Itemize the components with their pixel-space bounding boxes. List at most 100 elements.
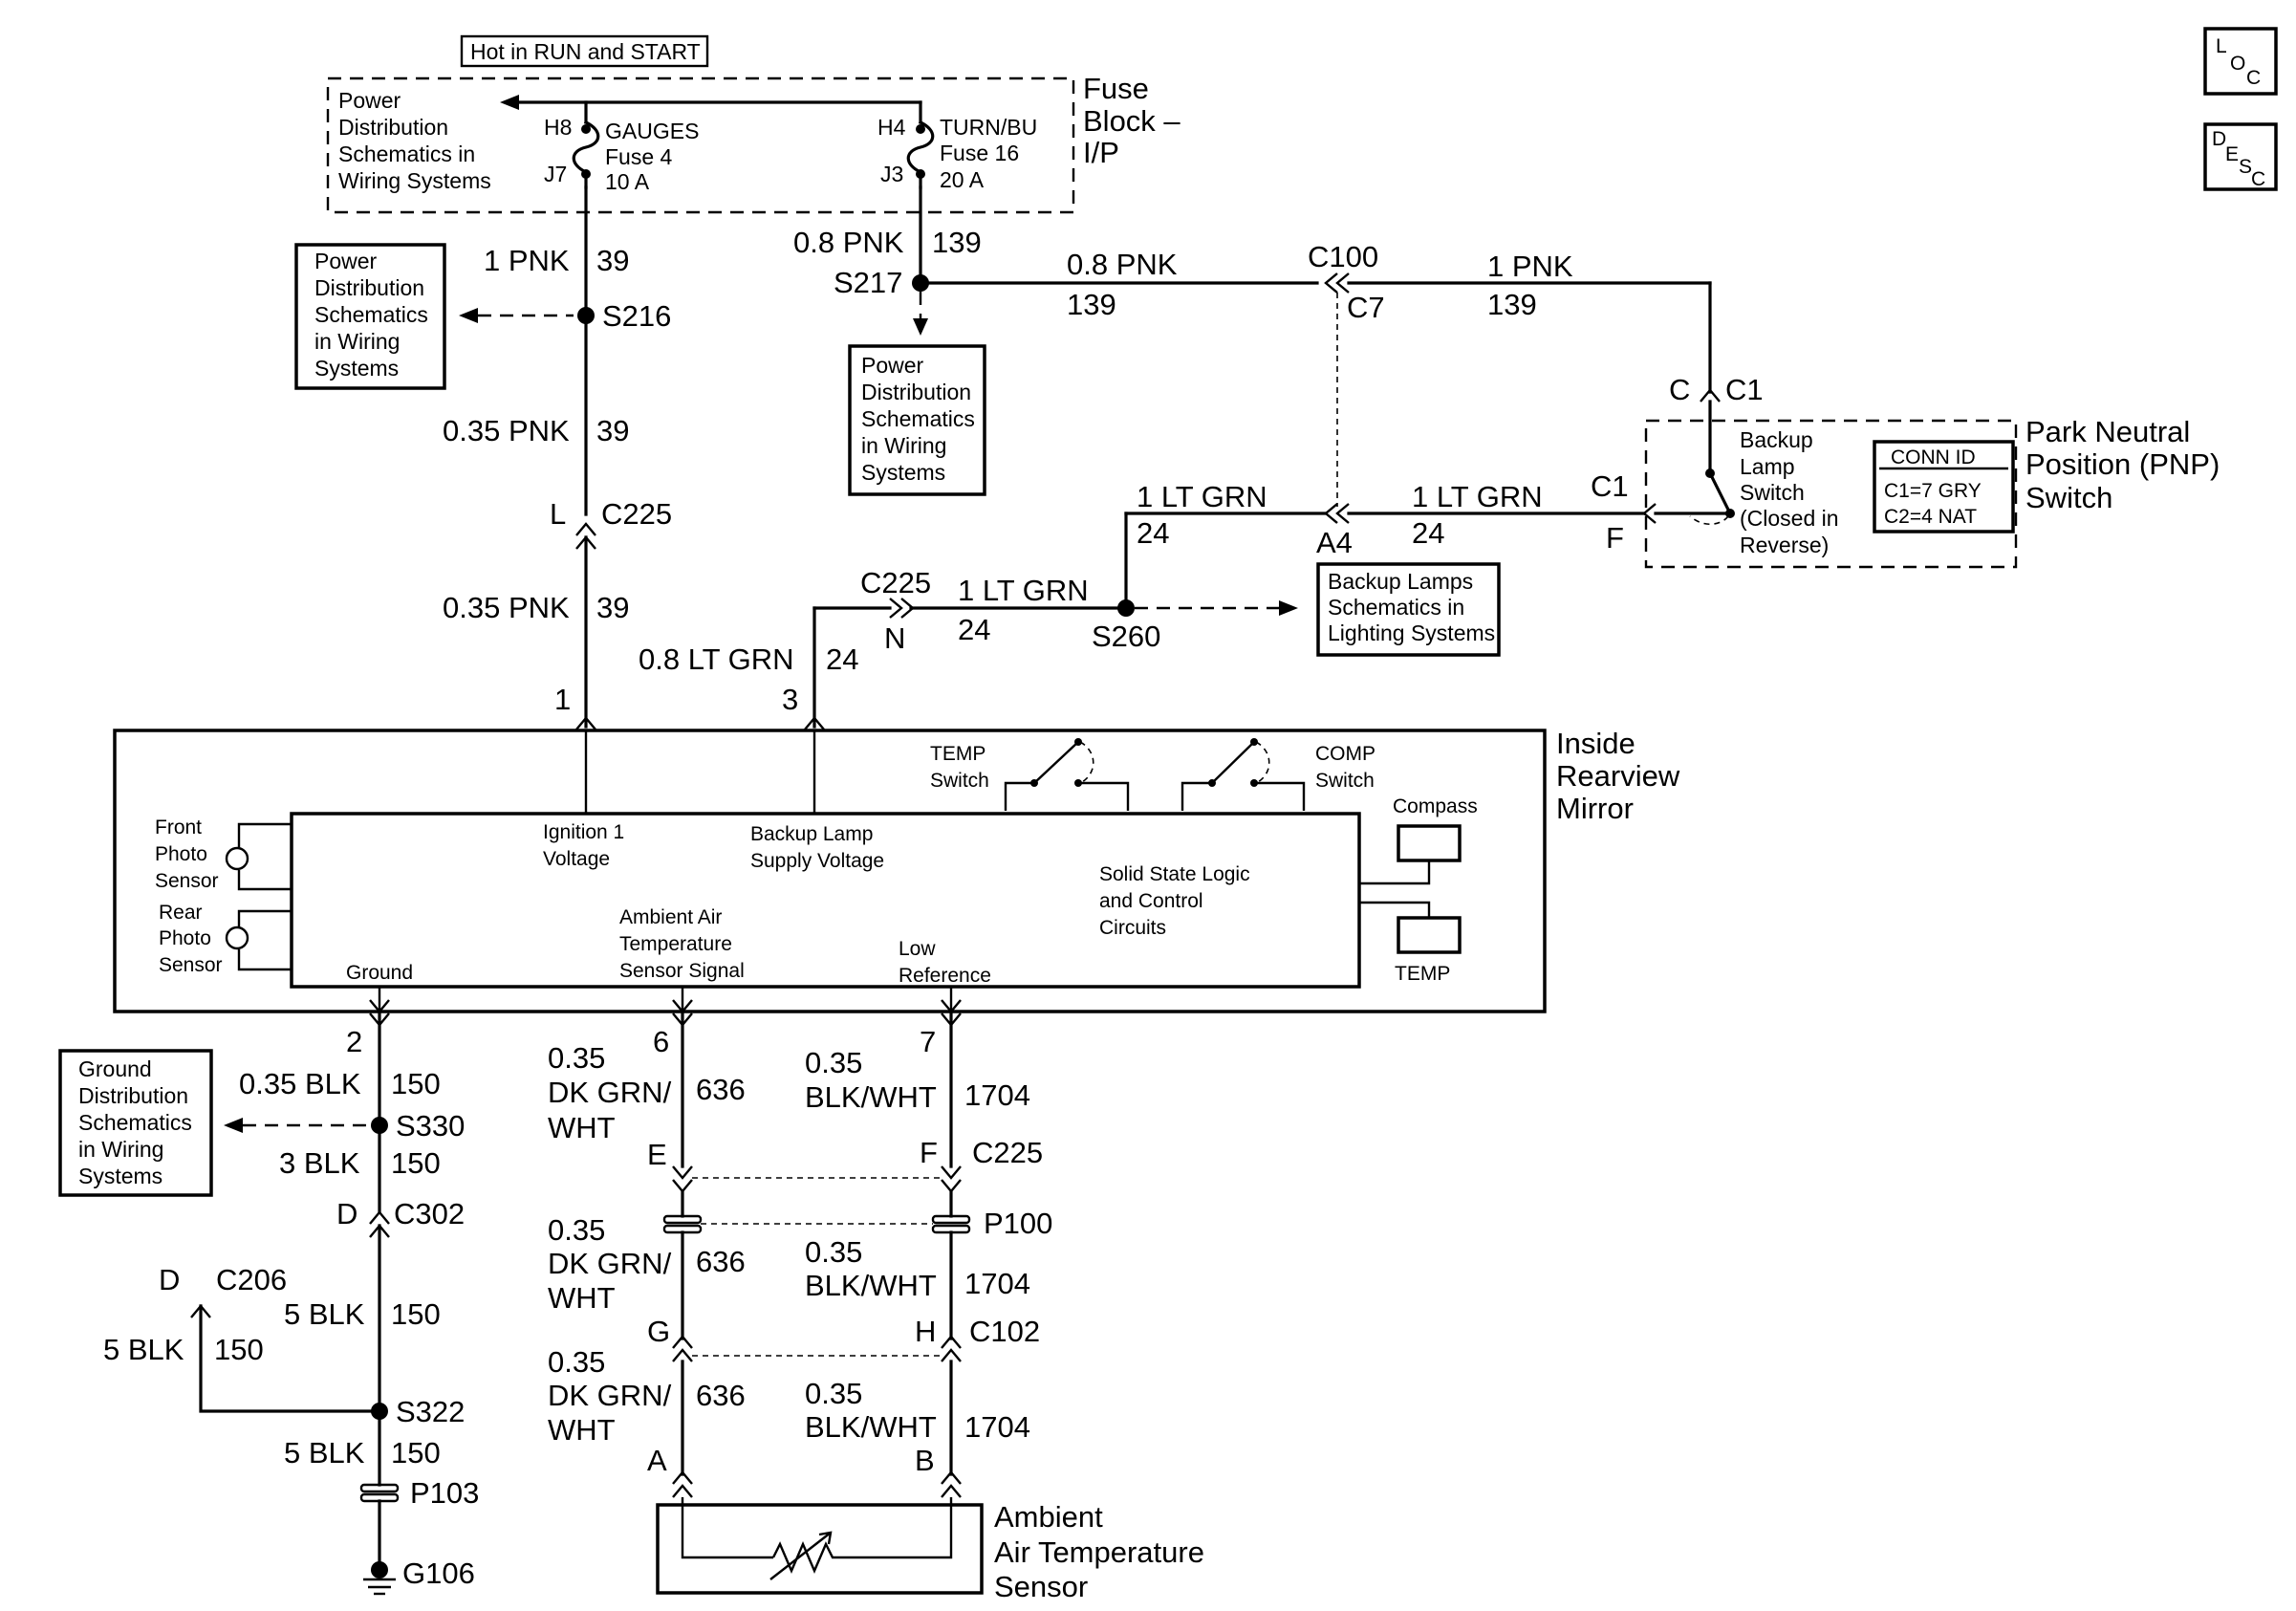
- w636-b-circuit: 636: [696, 1245, 746, 1278]
- c206-connector: [190, 1304, 211, 1318]
- compass-display: [1397, 824, 1462, 862]
- ground-dist-line-4: in Wiring: [78, 1137, 163, 1162]
- s217-arrow-icon: [913, 318, 928, 336]
- pnp-switch-line-2: Lamp: [1740, 454, 1795, 479]
- backup-lamps-line-3: Lighting Systems: [1328, 620, 1495, 645]
- pd-center-box[interactable]: [848, 344, 986, 496]
- c1-top-c-pin: C: [1669, 373, 1690, 406]
- w1704-b-gauge-2: BLK/WHT: [805, 1269, 937, 1302]
- sensor-internal-left: [681, 1497, 773, 1559]
- s260-arrow-icon: [1279, 600, 1298, 616]
- hot-in-run-start-box: [460, 34, 709, 68]
- comp-switch[interactable]: [1180, 738, 1306, 811]
- s260-label: S260: [1092, 620, 1160, 653]
- w139-mid-gauge: 0.8 PNK: [1067, 248, 1178, 281]
- w39-mid-circuit: 39: [596, 414, 629, 447]
- ground-label: Ground: [346, 962, 413, 984]
- sensor-b-connector-2: [941, 1484, 962, 1498]
- temp-display: [1397, 916, 1462, 954]
- w636-b-gauge-2: DK GRN/: [548, 1247, 672, 1280]
- comp-switch-line-1: COMP: [1315, 743, 1375, 765]
- pd-center-line-1: Power: [861, 353, 924, 378]
- sensor-title-2: Air Temperature: [994, 1535, 1204, 1569]
- c225-e-connector: [672, 1165, 693, 1180]
- w1704-c-gauge-2: BLK/WHT: [805, 1410, 937, 1444]
- w1704-b-gauge-1: 0.35: [805, 1235, 862, 1269]
- w139-mid-circuit: 139: [1067, 288, 1116, 321]
- w39-low-gauge: 0.35 PNK: [443, 591, 570, 624]
- temp-switch[interactable]: [1004, 738, 1130, 811]
- pnp-switch-blade[interactable]: [1707, 470, 1733, 516]
- temp-switch-line-1: TEMP: [930, 743, 986, 765]
- fuse4-amps: 10 A: [605, 169, 650, 194]
- w636-a-gauge-2: DK GRN/: [548, 1076, 672, 1109]
- w39-mid-gauge: 0.35 PNK: [443, 414, 570, 447]
- c225-f-label: C225: [972, 1136, 1043, 1169]
- g106-label: G106: [402, 1557, 475, 1590]
- pd-left-line-4: in Wiring: [314, 329, 400, 354]
- c225-n-connector: [889, 598, 903, 619]
- desc-icon[interactable]: D E S C: [2203, 122, 2278, 191]
- w24-s260-gauge: 1 LT GRN: [958, 574, 1089, 607]
- ambient-sensor-box: [656, 1503, 984, 1595]
- ground-dist-box[interactable]: [58, 1049, 213, 1197]
- pd-arrow-icon: [500, 95, 519, 110]
- pd-left-box[interactable]: [294, 243, 446, 390]
- s216-splice: [577, 307, 595, 324]
- w1704-a-gauge-2: BLK/WHT: [805, 1080, 937, 1114]
- conn-id-c2: C2=4 NAT: [1884, 506, 1977, 528]
- conn-id-c1: C1=7 GRY: [1884, 480, 1982, 502]
- ground-icon: [363, 1561, 396, 1596]
- svg-text:O: O: [2230, 53, 2245, 75]
- fuse4-name: GAUGES: [605, 119, 699, 143]
- pnp-title-1: Park Neutral: [2025, 415, 2190, 448]
- svg-text:C: C: [2251, 168, 2265, 190]
- logic-line-2: and Control: [1099, 890, 1203, 912]
- temp-switch-line-2: Switch: [930, 770, 989, 792]
- logic-line-1: Solid State Logic: [1099, 863, 1250, 885]
- w39-low-circuit: 39: [596, 591, 629, 624]
- temp-display-label: TEMP: [1395, 963, 1450, 985]
- loc-icon[interactable]: L O C: [2203, 27, 2278, 96]
- ground-dist-line-1: Ground: [78, 1056, 152, 1081]
- compass-lead: [1359, 860, 1431, 885]
- w24-upper-left-gauge: 1 LT GRN: [1137, 480, 1267, 513]
- sensor-title-3: Sensor: [994, 1570, 1088, 1603]
- ground-dist-line-2: Distribution: [78, 1083, 188, 1108]
- pd-left-line-3: Schematics: [314, 302, 428, 327]
- w636-c-gauge-2: DK GRN/: [548, 1379, 672, 1412]
- backup-supply-line-2: Supply Voltage: [750, 850, 884, 872]
- hot-in-run-start-label: Hot in RUN and START: [470, 39, 701, 64]
- w150-d-circuit: 150: [391, 1436, 441, 1469]
- fuse16-name: TURN/BU: [940, 115, 1037, 140]
- low-ref-line-2: Reference: [899, 965, 991, 987]
- wire-150-c206: [199, 1304, 381, 1413]
- w24-mirror-gauge: 0.8 LT GRN: [639, 642, 794, 676]
- ignition-voltage-line-1: Ignition 1: [543, 821, 624, 843]
- c225-l-label: C225: [601, 497, 672, 531]
- c225-f-pin: F: [920, 1136, 938, 1169]
- c225-n-pin: N: [884, 621, 905, 655]
- pd-left-line-2: Distribution: [314, 275, 424, 300]
- w139-fuse-gauge: 0.8 PNK: [793, 226, 904, 259]
- fuse4-number: Fuse 4: [605, 144, 673, 169]
- sensor-title-1: Ambient: [994, 1500, 1103, 1534]
- pnp-switch-outline: [1644, 419, 2018, 569]
- backup-lamps-box[interactable]: [1316, 562, 1501, 657]
- c1-f-pin: F: [1606, 521, 1624, 555]
- svg-text:D: D: [2212, 128, 2226, 150]
- compass-label: Compass: [1393, 795, 1478, 817]
- w150-a-gauge: 0.35 BLK: [239, 1067, 361, 1100]
- pd-center-line-2: Distribution: [861, 380, 971, 404]
- c225-n-connector-2: [900, 598, 915, 619]
- backup-lamps-line-1: Backup Lamps: [1328, 569, 1473, 594]
- temp-display-lead: [1359, 901, 1431, 918]
- pd-center-line-3: Schematics: [861, 406, 975, 431]
- s216-label: S216: [602, 299, 671, 333]
- pd-inside-line-1: Power: [338, 88, 401, 113]
- w150-c206-circuit: 150: [214, 1333, 264, 1366]
- fuse-block-label-3: I/P: [1083, 136, 1119, 169]
- fuse-block-label-1: Fuse: [1083, 72, 1149, 105]
- w636-b-gauge-3: WHT: [548, 1281, 616, 1315]
- c302-connector: [369, 1210, 390, 1225]
